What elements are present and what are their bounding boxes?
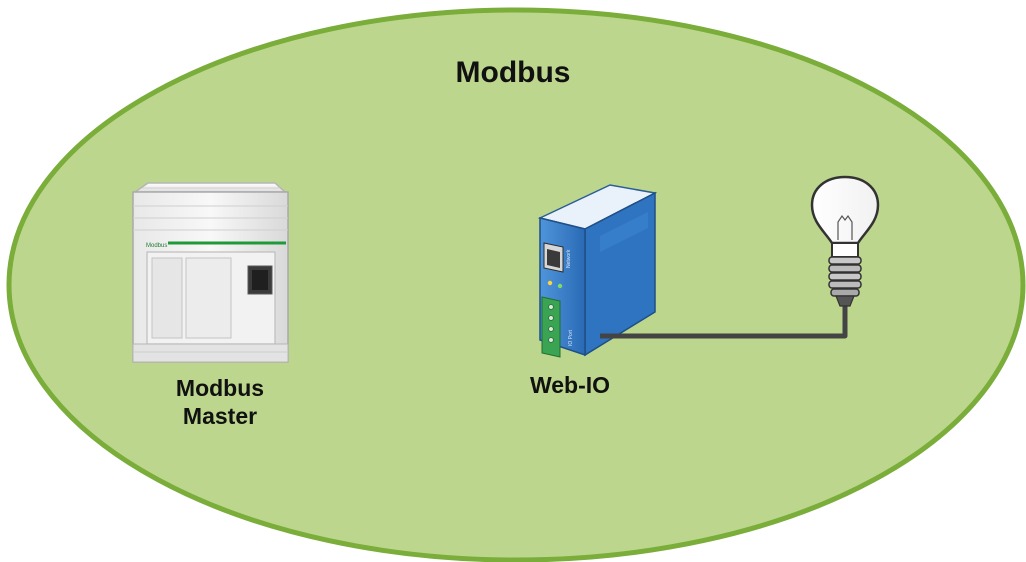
light-bulb-icon (810, 175, 880, 307)
modbus-master-label-line2: Master (182, 402, 258, 429)
modbus-master-label: Modbus Master (150, 375, 290, 430)
modbus-master-label-line1: Modbus (175, 375, 265, 401)
modbus-master-device-icon: Modbus (132, 182, 289, 363)
web-io-device-icon: Network IO Port (537, 184, 658, 358)
io-wire (600, 305, 848, 339)
network-port-label: Network (566, 249, 572, 268)
modbus-network-ellipse (6, 7, 1026, 562)
master-brand-tag: Modbus (146, 243, 167, 249)
io-port-label: IO Port (568, 330, 574, 346)
diagram-title: Modbus (455, 56, 571, 89)
web-io-label: Web-IO (529, 372, 611, 398)
